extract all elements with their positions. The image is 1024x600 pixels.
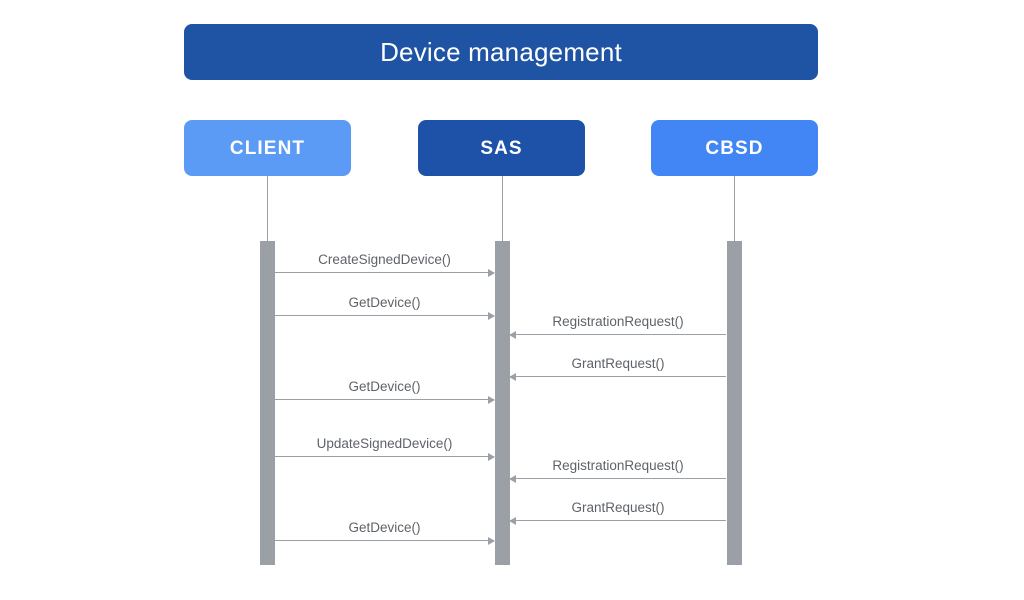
- message-3-cbsd-to-sas[interactable]: RegistrationRequest(): [509, 314, 726, 339]
- message-line: [275, 399, 494, 400]
- message-label: GrantRequest(): [571, 499, 665, 515]
- arrow-head-icon: [488, 452, 495, 461]
- arrow-head-icon: [488, 536, 495, 545]
- arrow-head-icon: [509, 372, 516, 381]
- lifeline-sas: [502, 176, 503, 241]
- message-4-cbsd-to-sas[interactable]: GrantRequest(): [509, 356, 726, 381]
- message-label: GetDevice(): [348, 519, 421, 535]
- message-5-client-to-sas[interactable]: GetDevice(): [275, 379, 495, 404]
- message-8-cbsd-to-sas[interactable]: GrantRequest(): [509, 500, 726, 525]
- participant-label: CLIENT: [229, 137, 306, 159]
- activation-bar-sas: [495, 241, 510, 565]
- message-2-client-to-sas[interactable]: GetDevice(): [275, 295, 495, 320]
- message-label: UpdateSignedDevice(): [316, 435, 453, 451]
- arrow-head-icon: [509, 516, 516, 525]
- message-label: GetDevice(): [348, 378, 421, 394]
- participant-box-cbsd[interactable]: CBSD: [651, 120, 818, 176]
- arrow-head-icon: [488, 311, 495, 320]
- message-line: [275, 315, 494, 316]
- page-title: Device management: [380, 37, 622, 67]
- message-label: RegistrationRequest(): [552, 313, 684, 329]
- lifeline-client: [267, 176, 268, 241]
- message-label: CreateSignedDevice(): [318, 251, 451, 267]
- message-line: [275, 540, 494, 541]
- message-label: GrantRequest(): [571, 355, 665, 371]
- diagram-title-bar: Device management: [184, 24, 818, 80]
- message-6-client-to-sas[interactable]: UpdateSignedDevice(): [275, 436, 495, 461]
- message-line: [510, 376, 726, 377]
- participant-label: SAS: [480, 137, 523, 159]
- message-line: [510, 334, 726, 335]
- message-1-client-to-sas[interactable]: CreateSignedDevice(): [275, 252, 495, 277]
- arrow-head-icon: [509, 474, 516, 483]
- message-label: GetDevice(): [348, 294, 421, 310]
- arrow-head-icon: [488, 268, 495, 277]
- message-9-client-to-sas[interactable]: GetDevice(): [275, 520, 495, 545]
- participant-box-sas[interactable]: SAS: [418, 120, 585, 176]
- message-line: [510, 520, 726, 521]
- lifeline-cbsd: [734, 176, 735, 241]
- message-label: RegistrationRequest(): [552, 457, 684, 473]
- activation-bar-cbsd: [727, 241, 742, 565]
- participant-label: CBSD: [705, 137, 764, 159]
- message-line: [275, 272, 494, 273]
- message-7-cbsd-to-sas[interactable]: RegistrationRequest(): [509, 458, 726, 483]
- arrow-head-icon: [509, 330, 516, 339]
- activation-bar-client: [260, 241, 275, 565]
- message-line: [275, 456, 494, 457]
- arrow-head-icon: [488, 395, 495, 404]
- message-line: [510, 478, 726, 479]
- participant-box-client[interactable]: CLIENT: [184, 120, 351, 176]
